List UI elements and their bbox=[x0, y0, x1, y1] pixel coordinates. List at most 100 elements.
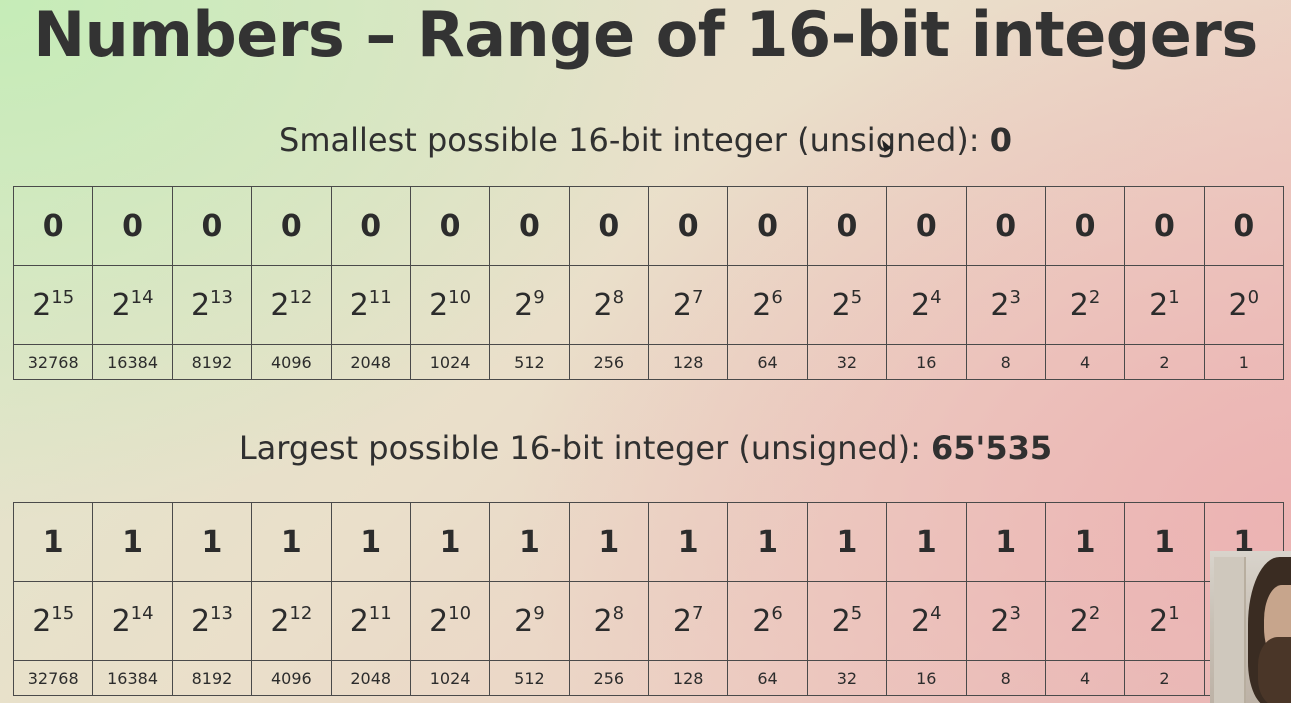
place-value-cell: 512 bbox=[489, 660, 570, 696]
power-base: 2 bbox=[911, 603, 931, 639]
bit-cell: 0 bbox=[886, 186, 967, 266]
place-value-cell: 8192 bbox=[171, 344, 253, 380]
place-value-cell: 2 bbox=[1124, 660, 1205, 696]
bit-cell: 0 bbox=[409, 186, 491, 266]
power-base: 2 bbox=[1069, 287, 1089, 323]
power-base: 2 bbox=[672, 287, 692, 323]
smallest-caption: Smallest possible 16-bit integer (unsign… bbox=[0, 118, 1291, 162]
bit-cell: 1 bbox=[886, 502, 967, 582]
bit-cell: 0 bbox=[489, 186, 570, 266]
place-value-cell: 256 bbox=[568, 344, 650, 380]
power-exponent: 5 bbox=[850, 286, 863, 308]
power-exponent: 15 bbox=[51, 602, 75, 624]
place-value-row: 32768 16384 8192 4096 2048 1024 512 256 … bbox=[12, 344, 1285, 380]
power-base: 2 bbox=[752, 287, 772, 323]
place-value-cell: 2048 bbox=[330, 660, 411, 696]
bit-cell: 0 bbox=[1203, 186, 1285, 266]
power-exponent: 11 bbox=[368, 286, 392, 308]
place-value-cell: 16 bbox=[886, 660, 967, 696]
power-cell: 210 bbox=[409, 265, 491, 345]
power-exponent: 8 bbox=[612, 286, 625, 308]
bit-cell: 0 bbox=[251, 186, 332, 266]
bit-cell: 1 bbox=[727, 502, 808, 582]
place-value-cell: 512 bbox=[489, 344, 570, 380]
bit-row: 0 0 0 0 0 0 0 0 0 0 0 0 0 0 0 0 bbox=[12, 186, 1285, 266]
power-cell: 27 bbox=[647, 265, 729, 345]
power-cell: 214 bbox=[92, 265, 173, 345]
bit-cell: 0 bbox=[806, 186, 888, 266]
power-cell: 210 bbox=[409, 581, 491, 661]
power-exponent: 14 bbox=[130, 286, 154, 308]
power-base: 2 bbox=[593, 603, 613, 639]
place-value-cell: 64 bbox=[727, 344, 808, 380]
power-cell: 21 bbox=[1124, 265, 1205, 345]
bit-cell: 1 bbox=[92, 502, 173, 582]
power-cell: 28 bbox=[568, 265, 650, 345]
place-value-cell: 2 bbox=[1124, 344, 1205, 380]
power-cell: 211 bbox=[330, 581, 411, 661]
place-value-cell: 32768 bbox=[12, 660, 94, 696]
power-base: 2 bbox=[32, 287, 52, 323]
power-exponent: 0 bbox=[1247, 286, 1260, 308]
place-value-cell: 4 bbox=[1044, 660, 1126, 696]
power-base: 2 bbox=[1149, 287, 1169, 323]
power-cell: 25 bbox=[806, 265, 888, 345]
power-base: 2 bbox=[111, 287, 131, 323]
bit-cell: 0 bbox=[1044, 186, 1126, 266]
power-cell: 23 bbox=[965, 581, 1046, 661]
power-base: 2 bbox=[349, 603, 369, 639]
webcam-background bbox=[1214, 557, 1246, 703]
smallest-bit-table: 0 0 0 0 0 0 0 0 0 0 0 0 0 0 0 0 215 214 … bbox=[12, 186, 1285, 380]
bit-cell: 1 bbox=[330, 502, 411, 582]
power-cell: 26 bbox=[727, 581, 808, 661]
power-exponent: 12 bbox=[289, 602, 313, 624]
power-exponent: 4 bbox=[930, 286, 942, 308]
place-value-cell: 8192 bbox=[171, 660, 253, 696]
bit-cell: 1 bbox=[647, 502, 729, 582]
power-cell: 20 bbox=[1203, 265, 1285, 345]
power-exponent: 3 bbox=[1009, 286, 1021, 308]
power-base: 2 bbox=[1149, 603, 1169, 639]
place-value-cell: 16384 bbox=[92, 660, 173, 696]
power-base: 2 bbox=[429, 603, 449, 639]
power-exponent: 13 bbox=[210, 602, 233, 624]
place-value-cell: 8 bbox=[965, 344, 1046, 380]
power-base: 2 bbox=[32, 603, 52, 639]
power-base: 2 bbox=[831, 287, 851, 323]
power-cell: 213 bbox=[171, 265, 253, 345]
power-base: 2 bbox=[1228, 287, 1248, 323]
power-exponent: 10 bbox=[448, 602, 472, 624]
place-value-cell: 4 bbox=[1044, 344, 1126, 380]
webcam-overlay bbox=[1210, 551, 1291, 703]
bit-cell: 1 bbox=[171, 502, 253, 582]
power-base: 2 bbox=[349, 287, 369, 323]
power-row: 215 214 213 212 211 210 29 28 27 26 25 2… bbox=[12, 581, 1285, 661]
power-cell: 26 bbox=[727, 265, 808, 345]
power-exponent: 2 bbox=[1088, 286, 1101, 308]
place-value-cell: 32 bbox=[806, 660, 888, 696]
place-value-cell: 4096 bbox=[251, 660, 332, 696]
power-base: 2 bbox=[514, 603, 534, 639]
power-cell: 214 bbox=[92, 581, 173, 661]
place-value-cell: 1024 bbox=[409, 660, 491, 696]
place-value-cell: 1 bbox=[1203, 344, 1285, 380]
power-cell: 212 bbox=[251, 265, 332, 345]
power-cell: 212 bbox=[251, 581, 332, 661]
place-value-cell: 1024 bbox=[409, 344, 491, 380]
largest-caption: Largest possible 16-bit integer (unsigne… bbox=[0, 426, 1291, 470]
bit-row: 1 1 1 1 1 1 1 1 1 1 1 1 1 1 1 1 bbox=[12, 502, 1285, 582]
power-cell: 25 bbox=[806, 581, 888, 661]
place-value-cell: 256 bbox=[568, 660, 650, 696]
power-exponent: 9 bbox=[533, 602, 545, 624]
power-cell: 211 bbox=[330, 265, 411, 345]
power-exponent: 7 bbox=[692, 286, 704, 308]
bit-cell: 0 bbox=[330, 186, 411, 266]
power-cell: 29 bbox=[489, 581, 570, 661]
bit-cell: 1 bbox=[489, 502, 570, 582]
power-base: 2 bbox=[831, 603, 851, 639]
power-cell: 21 bbox=[1124, 581, 1205, 661]
place-value-cell: 32768 bbox=[12, 344, 94, 380]
bit-cell: 0 bbox=[12, 186, 94, 266]
bit-cell: 1 bbox=[251, 502, 332, 582]
power-exponent: 12 bbox=[289, 286, 313, 308]
